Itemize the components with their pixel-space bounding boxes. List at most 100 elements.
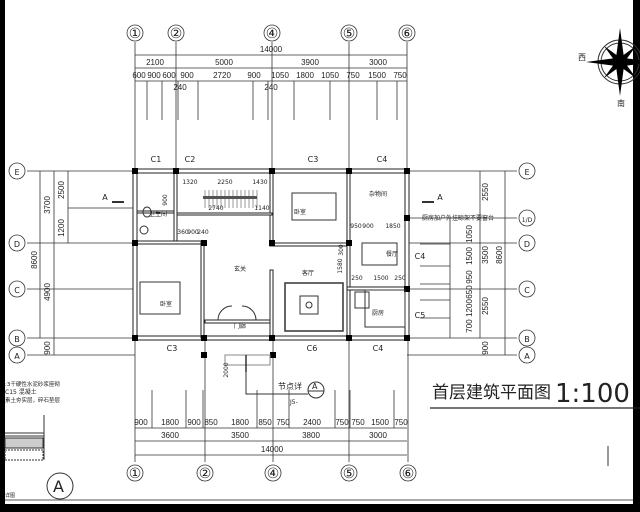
dimension-text: 14000 bbox=[261, 445, 284, 454]
coffee-table-icon bbox=[305, 301, 313, 309]
dining-table-icon bbox=[361, 242, 398, 266]
dimension-text: 14000 bbox=[260, 45, 283, 54]
note-line: 素土夯实层，碎石垫层 bbox=[5, 396, 61, 404]
dimension-text: 750 bbox=[346, 71, 360, 80]
bed-icon bbox=[291, 192, 337, 221]
dimension-text: 2720 bbox=[213, 71, 231, 80]
dimension-text: 2550 bbox=[481, 297, 490, 315]
sofa-icon bbox=[284, 282, 344, 332]
window-label: C2 bbox=[185, 155, 196, 164]
column bbox=[404, 168, 410, 174]
dimension-text: 650 bbox=[465, 285, 474, 299]
compass-west: 西 bbox=[578, 53, 586, 62]
dimension-text: 1320 bbox=[182, 179, 197, 186]
dimension-text: 1800 bbox=[161, 418, 179, 427]
coffee-table-icon bbox=[299, 295, 319, 315]
axis-label: ① bbox=[129, 466, 142, 482]
dimension-text: 2400 bbox=[303, 418, 321, 427]
axis-label: E bbox=[524, 168, 529, 177]
wall bbox=[204, 319, 271, 324]
dimension-text: 1500 bbox=[368, 71, 386, 80]
kitchen-counter bbox=[364, 289, 406, 328]
axis-bubble bbox=[398, 24, 416, 42]
dimension-text: 750 bbox=[394, 418, 408, 427]
dimension-text: 1050 bbox=[271, 71, 289, 80]
dimension-text: 950 bbox=[350, 223, 362, 230]
dimension-text: 1500 bbox=[465, 247, 474, 265]
wall bbox=[346, 168, 351, 341]
dimension-text: 1140 bbox=[254, 205, 269, 212]
axis-bubble bbox=[8, 346, 26, 364]
axis-bubble bbox=[167, 24, 185, 42]
kitchen-note: 厨房加户外挂晾架不要窗台 bbox=[422, 214, 494, 222]
dimension-text: 950 bbox=[465, 270, 474, 284]
section-mark-label: A bbox=[102, 193, 108, 202]
room-label-porch: 门廊 bbox=[234, 322, 246, 330]
column bbox=[173, 168, 179, 174]
dimension-text: 3000 bbox=[369, 58, 387, 67]
dimension-text: 3500 bbox=[231, 431, 249, 440]
detail-bubble bbox=[307, 381, 325, 399]
axis-label: ① bbox=[129, 26, 142, 42]
wall bbox=[200, 240, 205, 339]
dimension-text: 2250 bbox=[217, 179, 232, 186]
column bbox=[269, 335, 275, 341]
window-label: C1 bbox=[151, 155, 162, 164]
dimension-text: 750 bbox=[276, 418, 290, 427]
detail-label: 节点详 bbox=[278, 381, 302, 391]
axis-bubble bbox=[518, 346, 536, 364]
column bbox=[346, 168, 352, 174]
dimension-text: 900 bbox=[247, 71, 261, 80]
detail-ref: A bbox=[312, 382, 318, 391]
axis-bubble bbox=[518, 162, 536, 180]
axis-bubble bbox=[196, 464, 214, 482]
column bbox=[132, 168, 138, 174]
dimension-text: 1050 bbox=[465, 225, 474, 243]
drawing-scale: 1:100 bbox=[555, 379, 630, 409]
wall bbox=[404, 168, 410, 341]
axis-label: ④ bbox=[267, 466, 280, 482]
window-label: C3 bbox=[167, 344, 178, 353]
axis-label: B bbox=[14, 335, 20, 344]
note-line: 详图 bbox=[5, 492, 15, 499]
axis-bubble bbox=[8, 234, 26, 252]
axis-label: ⑥ bbox=[402, 466, 415, 482]
room-label-bedroom-left: 卧室 bbox=[160, 300, 172, 308]
room-label-kitchen: 厨房 bbox=[372, 309, 384, 317]
axis-bubble bbox=[8, 280, 26, 298]
window-label: C6 bbox=[307, 344, 318, 353]
sink-icon bbox=[139, 225, 149, 235]
detail-sheet: J5- bbox=[289, 399, 298, 406]
axis-label: 1/D bbox=[522, 217, 533, 224]
axis-label: A bbox=[14, 352, 20, 361]
room-label-living: 客厅 bbox=[302, 269, 314, 277]
wall bbox=[136, 210, 175, 214]
dimension-text: 1500 bbox=[373, 275, 388, 282]
dimension-text: 250 bbox=[394, 275, 406, 282]
dimension-text: 3800 bbox=[302, 431, 320, 440]
window-label: C4 bbox=[373, 344, 384, 353]
dimension-text: 750 bbox=[393, 71, 407, 80]
axis-label: C bbox=[14, 286, 20, 295]
axis-bubble bbox=[518, 209, 536, 227]
dimension-text: 600 bbox=[132, 71, 146, 80]
axis-bubble bbox=[8, 162, 26, 180]
axis-bubble bbox=[263, 24, 281, 42]
wall bbox=[132, 168, 138, 341]
room-label-bedroom-right: 卧室 bbox=[294, 208, 306, 216]
axis-label: ② bbox=[199, 466, 212, 482]
axis-bubble bbox=[518, 280, 536, 298]
dimension-text: 3600 bbox=[161, 431, 179, 440]
note-line: C15 混凝土 bbox=[5, 388, 37, 396]
drawing-title: 首层建筑平面图 bbox=[432, 383, 551, 403]
axis-label: ② bbox=[170, 26, 183, 42]
room-label-dining: 餐厅 bbox=[386, 250, 398, 258]
walls bbox=[112, 168, 434, 372]
axis-label: ④ bbox=[266, 26, 279, 42]
wall bbox=[176, 212, 273, 216]
column bbox=[201, 352, 207, 358]
dimension-text: 1800 bbox=[231, 418, 249, 427]
column bbox=[346, 240, 352, 246]
dimension-text: 1580 bbox=[337, 258, 344, 273]
